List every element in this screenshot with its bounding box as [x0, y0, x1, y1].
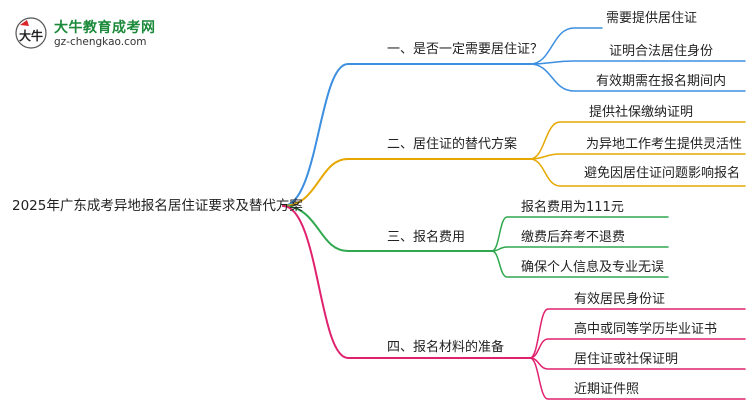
branch-1-leaf-1-connector [529, 27, 603, 65]
root-topic: 2025年广东成考异地报名居住证要求及替代方案 [12, 198, 303, 214]
logo-domain: gz-chengkao.com [54, 36, 147, 48]
branch-2-leaf-3-connector [529, 158, 746, 187]
branch-1-label: 一、是否一定需要居住证？ [387, 42, 544, 57]
branch-4-leaf-1: 有效居民身份证 [574, 292, 666, 307]
branch-1-leaf-2-connector [529, 60, 746, 65]
logo-icon: 大牛 [15, 17, 47, 49]
branch-2-leaf-3: 避免因居住证问题影响报名 [584, 166, 741, 181]
branch-2-leaf-2-connector [529, 153, 746, 160]
branch-3-label: 三、报名费用 [387, 230, 466, 245]
branch-3-leaf-2: 缴费后弃考不退费 [521, 230, 626, 245]
branch-3-leaf-2-connector [491, 246, 669, 252]
branch-2-connector [282, 158, 531, 207]
branch-4-leaf-2: 高中或同等学历毕业证书 [574, 322, 718, 337]
branch-1-leaf-1: 需要提供居住证 [606, 11, 698, 26]
branch-2-leaf-2: 为异地工作考生提供灵活性 [586, 137, 743, 152]
branch-4-leaf-1-connector [529, 308, 746, 359]
branch-1-leaf-3-connector [529, 63, 746, 92]
branch-4-leaf-3: 居住证或社保证明 [574, 352, 679, 367]
branch-1-leaf-2: 证明合法居住身份 [609, 44, 714, 59]
branch-4-leaf-2-connector [529, 338, 746, 359]
branch-3-leaf-3: 确保个人信息及专业无误 [521, 260, 665, 275]
site-logo[interactable]: 大牛 大牛教育成考网 gz-chengkao.com [14, 14, 164, 54]
branch-1-connector [282, 63, 531, 207]
branch-2-leaf-1-connector [529, 121, 746, 160]
branch-3-leaf-3-connector [491, 250, 669, 278]
branch-4-leaf-4: 近期证件照 [574, 382, 640, 397]
branch-3-leaf-1: 报名费用为111元 [521, 200, 624, 215]
logo-mark-text: 大牛 [19, 28, 43, 43]
branch-4-label: 四、报名材料的准备 [387, 340, 505, 355]
branch-3-leaf-1-connector [491, 216, 669, 252]
branch-2-label: 二、居住证的替代方案 [387, 137, 518, 152]
branch-1-leaf-3: 有效期需在报名期间内 [596, 74, 727, 89]
logo-name: 大牛教育成考网 [54, 20, 156, 36]
branch-2-leaf-1: 提供社保缴纳证明 [589, 105, 694, 120]
branch-4-leaf-4-connector [529, 357, 746, 400]
branch-3-connector [282, 205, 493, 252]
branch-4-connector [282, 205, 531, 359]
